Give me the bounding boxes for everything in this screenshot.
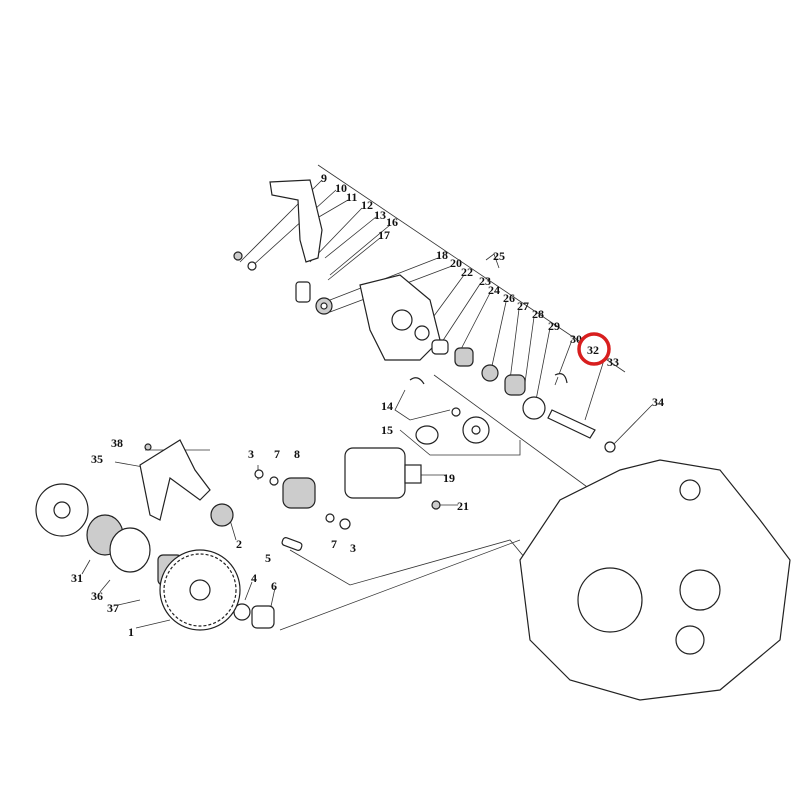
- part-label-23: 23: [479, 274, 491, 288]
- part-label-26: 26: [503, 291, 515, 305]
- part-label-27: 27: [517, 299, 529, 313]
- part-label-9: 9: [321, 171, 327, 185]
- part-label-14: 14: [381, 399, 393, 413]
- part-label-10: 10: [335, 181, 347, 195]
- part-label-5: 5: [265, 551, 271, 565]
- part-label-7b: 7: [331, 537, 337, 551]
- idler-gears: [210, 469, 351, 629]
- part-label-7: 7: [274, 447, 280, 461]
- part-label-6: 6: [271, 579, 277, 593]
- bracket: [139, 439, 211, 521]
- part-label-11: 11: [346, 190, 357, 204]
- kick-shaft-parts: [409, 325, 616, 453]
- part-label-34: 34: [652, 395, 664, 409]
- part-label-22: 22: [461, 265, 473, 279]
- part-label-1: 1: [128, 625, 134, 639]
- part-label-13: 13: [374, 208, 386, 222]
- part-label-36: 36: [91, 589, 103, 603]
- part-label-29: 29: [548, 319, 560, 333]
- part-label-37: 37: [107, 601, 119, 615]
- part-label-3: 3: [248, 447, 254, 461]
- part-label-28: 28: [532, 307, 544, 321]
- part-label-38: 38: [111, 436, 123, 450]
- highlight-circle: [577, 332, 611, 366]
- part-label-15: 15: [381, 423, 393, 437]
- part-label-19: 19: [443, 471, 455, 485]
- part-label-8: 8: [294, 447, 300, 461]
- part-label-18: 18: [436, 248, 448, 262]
- part-label-25: 25: [493, 249, 505, 263]
- part-label-24: 24: [488, 283, 500, 297]
- part-label-2: 2: [236, 537, 242, 551]
- part-label-21: 21: [457, 499, 469, 513]
- part-label-17: 17: [378, 228, 390, 242]
- part-label-4: 4: [251, 571, 257, 585]
- part-label-35: 35: [91, 452, 103, 466]
- part-labels: 9 10 11 12 13 16 17 18 20 22 23 24 25 26…: [71, 171, 664, 639]
- kick-start-lever: [233, 179, 333, 315]
- part-label-33: 33: [607, 355, 619, 369]
- starter-clutch: [35, 483, 241, 631]
- part-label-12: 12: [361, 198, 373, 212]
- side-cover: [359, 274, 441, 361]
- part-label-3b: 3: [350, 541, 356, 555]
- part-label-32: 32: [587, 343, 599, 357]
- starter-motor: [344, 447, 441, 510]
- part-label-31: 31: [71, 571, 83, 585]
- part-label-20: 20: [450, 256, 462, 270]
- crankcase: [519, 459, 791, 701]
- part-label-16: 16: [386, 215, 398, 229]
